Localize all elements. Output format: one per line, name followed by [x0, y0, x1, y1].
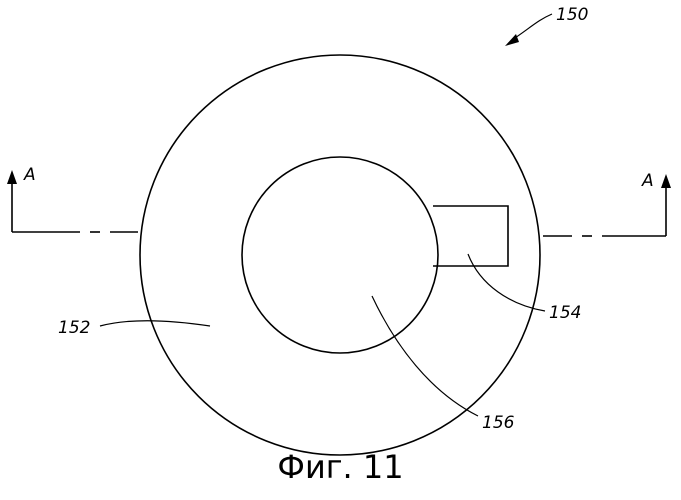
ref-156: 156 [372, 296, 515, 433]
figure-caption: Фиг. 11 [0, 448, 681, 486]
outer-circle [140, 55, 540, 455]
ref-154: 154 [468, 254, 581, 323]
section-marker-left: A [7, 165, 138, 232]
section-label-right: A [641, 171, 654, 191]
ref-150: 150 [505, 5, 588, 46]
notch-rectangle [433, 206, 508, 266]
ref-label-156: 156 [482, 413, 515, 433]
section-marker-right: A [543, 171, 671, 236]
ref-label-154: 154 [549, 303, 581, 323]
section-label-left: A [23, 165, 36, 185]
inner-circle [242, 157, 438, 353]
ref-152: 152 [58, 318, 210, 338]
ref-label-150: 150 [556, 5, 588, 25]
ref-label-152: 152 [58, 318, 90, 338]
